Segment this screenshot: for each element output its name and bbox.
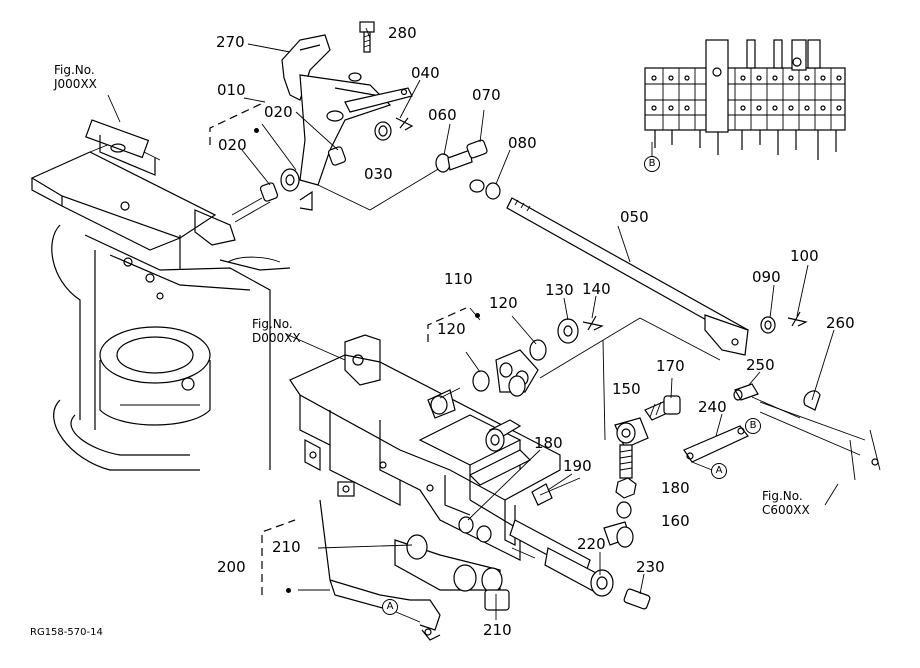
part-label-270[interactable]: 270 — [216, 33, 245, 51]
part-label-130[interactable]: 130 — [545, 281, 574, 299]
control-valve-inset — [644, 39, 846, 160]
marker-a-plate: A — [711, 463, 727, 479]
figref-j000-line2: J000XX — [54, 76, 97, 91]
part-label-120-lower[interactable]: 120 — [437, 320, 466, 338]
group-dot-110 — [475, 313, 480, 318]
marker-b-plate: B — [745, 418, 761, 434]
part-label-020-upper[interactable]: 020 — [264, 103, 293, 121]
figref-c600[interactable]: Fig.No. C600XX — [762, 489, 810, 518]
part-label-040[interactable]: 040 — [411, 64, 440, 82]
part-label-100[interactable]: 100 — [790, 247, 819, 265]
part-label-160[interactable]: 160 — [661, 512, 690, 530]
group-dot-200 — [286, 588, 291, 593]
part-label-240[interactable]: 240 — [698, 398, 727, 416]
part-label-110[interactable]: 110 — [444, 270, 473, 288]
drawing-reference: RG158-570-14 — [30, 627, 103, 638]
part-label-280[interactable]: 280 — [388, 24, 417, 42]
part-label-120-upper[interactable]: 120 — [489, 294, 518, 312]
group-dot-010 — [254, 128, 259, 133]
marker-b-inset: B — [644, 156, 660, 172]
lower-mechanism-body — [261, 334, 651, 641]
part-label-170[interactable]: 170 — [656, 357, 685, 375]
leader-lines — [107, 27, 839, 623]
upper-rod-assembly — [435, 139, 808, 356]
part-label-180-mid[interactable]: 180 — [534, 434, 563, 452]
figref-d000[interactable]: Fig.No. D000XX — [252, 317, 301, 346]
figref-j000[interactable]: Fig.No. J000XX — [54, 63, 97, 92]
frame-assembly-left — [30, 119, 291, 471]
part-label-180-right[interactable]: 180 — [661, 479, 690, 497]
rod-end-assembly — [602, 339, 681, 548]
figref-c600-line1: Fig.No. — [762, 489, 803, 503]
part-label-260[interactable]: 260 — [826, 314, 855, 332]
part-label-220[interactable]: 220 — [577, 535, 606, 553]
part-label-090[interactable]: 090 — [752, 268, 781, 286]
part-label-010[interactable]: 010 — [217, 81, 246, 99]
part-label-070[interactable]: 070 — [472, 86, 501, 104]
part-label-210-bottom[interactable]: 210 — [483, 621, 512, 639]
marker-a-lower: A — [382, 599, 398, 615]
part-label-250[interactable]: 250 — [746, 356, 775, 374]
part-label-080[interactable]: 080 — [508, 134, 537, 152]
part-label-020-lower[interactable]: 020 — [218, 136, 247, 154]
part-label-190[interactable]: 190 — [563, 457, 592, 475]
figref-j000-line1: Fig.No. — [54, 63, 95, 77]
figref-d000-line1: Fig.No. — [252, 317, 293, 331]
part-label-200[interactable]: 200 — [217, 558, 246, 576]
part-label-210-left[interactable]: 210 — [272, 538, 301, 556]
figref-c600-line2: C600XX — [762, 502, 810, 517]
part-label-140[interactable]: 140 — [582, 280, 611, 298]
figref-d000-line2: D000XX — [252, 330, 301, 345]
link-plate-assembly — [683, 383, 881, 481]
part-label-230[interactable]: 230 — [636, 558, 665, 576]
part-label-150[interactable]: 150 — [612, 380, 641, 398]
upper-lever-assembly — [209, 21, 441, 216]
part-label-060[interactable]: 060 — [428, 106, 457, 124]
part-label-030[interactable]: 030 — [364, 165, 393, 183]
mid-link-assembly — [427, 307, 721, 399]
part-label-050[interactable]: 050 — [620, 208, 649, 226]
